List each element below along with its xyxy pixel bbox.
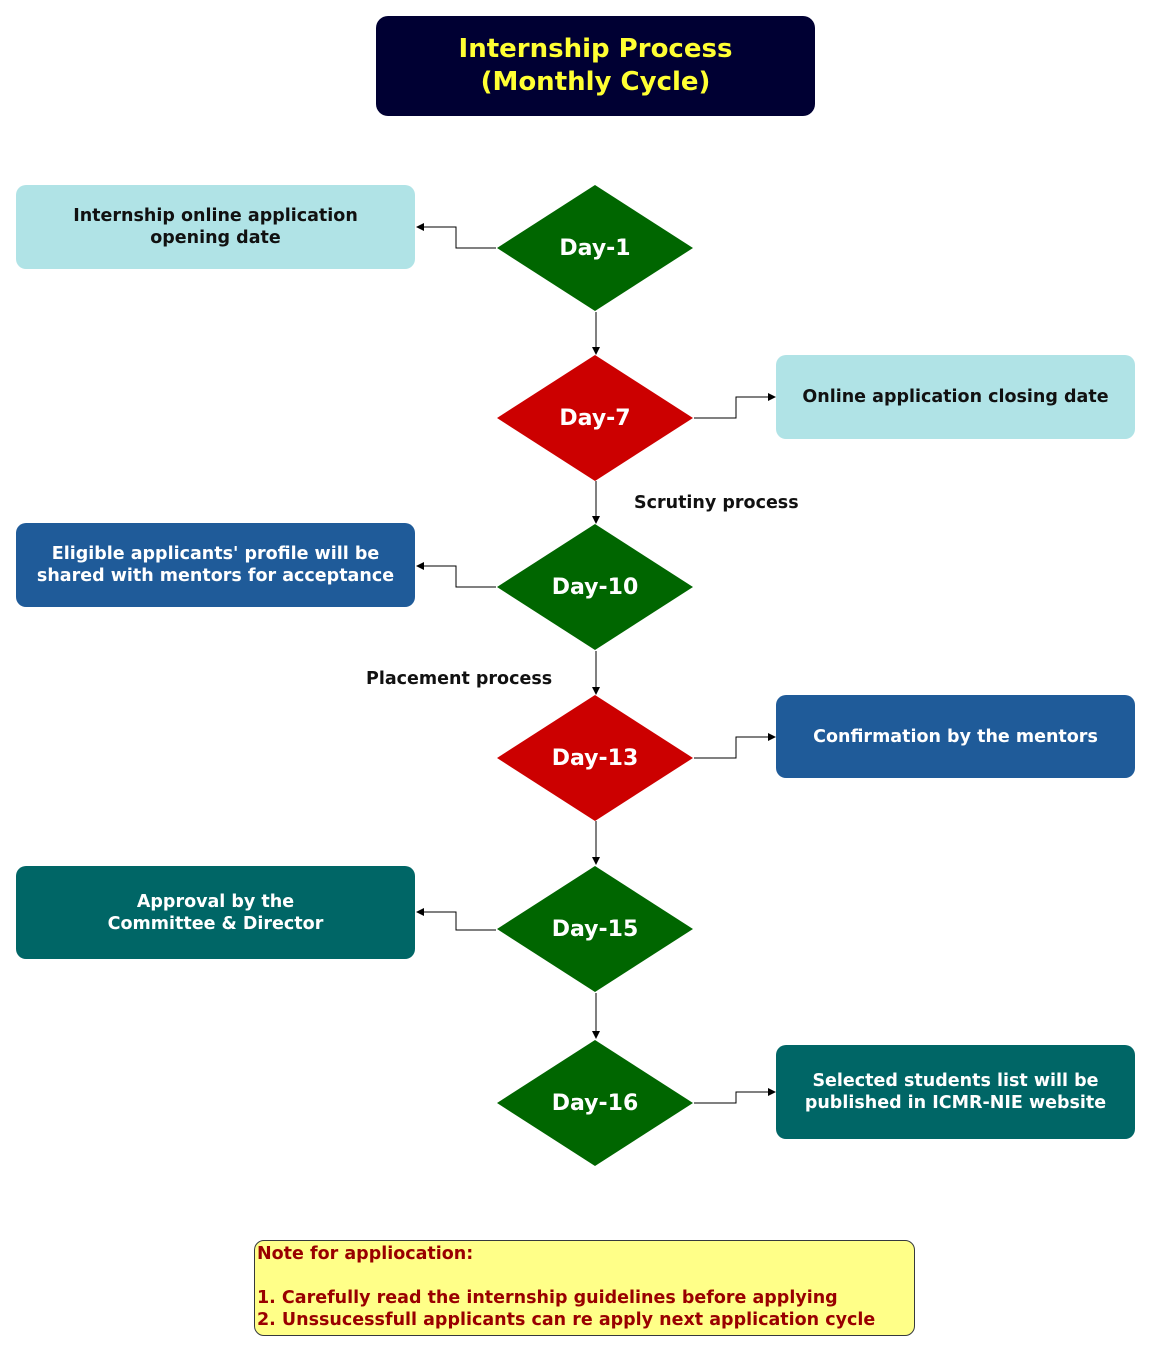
note-heading: Note for appliocation:	[257, 1244, 474, 1264]
day-7-diamond-shape	[497, 355, 693, 481]
confirmation-box: Confirmation by the mentors	[776, 695, 1135, 778]
arrow-day15-to-approval	[416, 908, 496, 931]
opening-date-line-1: Internship online application	[73, 206, 358, 226]
day-16-decision: Day-16	[497, 1040, 693, 1166]
day-1-diamond-shape	[497, 185, 693, 311]
published-list-box: Selected students list will be published…	[776, 1045, 1135, 1139]
closing-date-box: Online application closing date	[776, 355, 1135, 439]
confirmation-line-1: Confirmation by the mentors	[813, 726, 1098, 747]
day-7-label: Day-7	[559, 405, 631, 431]
day-13-diamond-shape	[497, 695, 693, 821]
note-item-1: 1. Carefully read the internship guideli…	[257, 1288, 838, 1308]
closing-date-line-1: Online application closing date	[802, 387, 1109, 407]
approval-line-2: Committee & Director	[107, 913, 324, 934]
arrow-day10-to-eligible	[416, 562, 496, 588]
arrow-day16-to-published	[694, 1088, 776, 1104]
day-15-label: Day-15	[551, 916, 639, 942]
eligible-applicants-box: Eligible applicants' profile will be sha…	[16, 523, 415, 607]
day-13-decision: Day-13	[497, 695, 693, 821]
opening-date-line-2: opening date	[150, 228, 281, 248]
opening-date-box: Internship online application opening da…	[16, 185, 415, 269]
arrow-day13-to-confirmation	[694, 733, 776, 759]
note-item-2: 2. Unssucessfull applicants can re apply…	[257, 1310, 876, 1330]
day-10-label: Day-10	[551, 574, 639, 600]
day-10-diamond-shape	[497, 524, 693, 650]
approval-box: Approval by the Committee & Director	[16, 866, 415, 959]
title-line-1: Internship Process	[458, 34, 733, 64]
scrutiny-process-label: Scrutiny process	[634, 493, 799, 513]
arrow-day7-to-closing	[694, 393, 776, 419]
day-10-decision: Day-10	[497, 524, 693, 650]
day-7-decision: Day-7	[497, 355, 693, 481]
placement-process-label: Placement process	[366, 669, 553, 689]
eligible-line-2: shared with mentors for acceptance	[36, 566, 395, 586]
title-line-2: (Monthly Cycle)	[480, 67, 711, 97]
page-title: Internship Process (Monthly Cycle)	[376, 16, 815, 116]
day-16-diamond-shape	[497, 1040, 693, 1166]
eligible-line-1: Eligible applicants' profile will be	[51, 544, 380, 564]
approval-line-1: Approval by the	[136, 891, 295, 912]
day-13-label: Day-13	[551, 745, 639, 771]
day-1-decision: Day-1	[497, 185, 693, 311]
day-15-decision: Day-15	[497, 866, 693, 992]
published-line-2: published in ICMR-NIE website	[804, 1093, 1107, 1113]
arrow-day1-to-opening	[416, 223, 496, 249]
published-line-1: Selected students list will be	[812, 1071, 1099, 1091]
application-note: Note for appliocation: 1. Carefully read…	[254, 1240, 915, 1336]
day-1-label: Day-1	[559, 235, 631, 261]
day-16-label: Day-16	[551, 1090, 639, 1116]
day-15-diamond-shape	[497, 866, 693, 992]
